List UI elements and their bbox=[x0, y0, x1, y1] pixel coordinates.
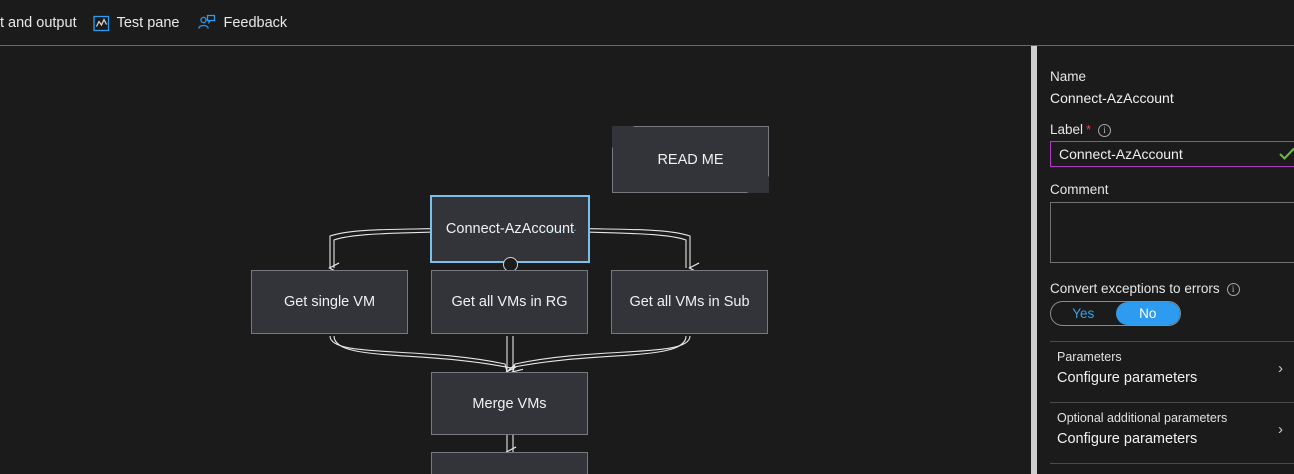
chevron-right-icon-parameters[interactable]: › bbox=[1278, 360, 1283, 377]
toolbar-item-feedback[interactable]: Feedback bbox=[197, 0, 287, 46]
node-overflow-menu-icon[interactable]: · · · bbox=[548, 222, 579, 237]
comment-field-label: Comment bbox=[1050, 182, 1109, 197]
node-label: Get single VM bbox=[283, 294, 376, 310]
section-divider-top bbox=[1050, 341, 1294, 342]
top-toolbar: t and output Test pane Feedback bbox=[0, 0, 1294, 46]
name-field-label: Name bbox=[1050, 69, 1087, 84]
toolbar-divider bbox=[0, 45, 1294, 46]
toolbar-item-label: Test pane bbox=[116, 15, 180, 31]
toggle-option-yes[interactable]: Yes bbox=[1072, 306, 1095, 321]
info-icon-convert[interactable]: i bbox=[1226, 283, 1240, 296]
node-get-single-vm[interactable]: Get single VM bbox=[251, 270, 408, 334]
node-merge-vms[interactable]: Merge VMs bbox=[431, 372, 588, 435]
required-asterisk: * bbox=[1086, 122, 1092, 137]
node-clipped-bottom[interactable] bbox=[431, 452, 588, 474]
section-divider-middle bbox=[1050, 402, 1294, 403]
node-label: READ ME bbox=[657, 151, 724, 168]
configure-parameters-link[interactable]: Configure parameters bbox=[1057, 370, 1198, 386]
comment-textarea[interactable] bbox=[1050, 202, 1294, 263]
toolbar-item-input-and-output[interactable]: t and output bbox=[0, 0, 77, 46]
convert-exceptions-toggle[interactable]: Yes No bbox=[1050, 301, 1181, 326]
configure-optional-parameters-link[interactable]: Configure parameters bbox=[1057, 431, 1198, 447]
node-label: Merge VMs bbox=[472, 395, 547, 412]
info-icon[interactable]: i bbox=[1098, 124, 1112, 137]
optional-parameters-section-title: Optional additional parameters bbox=[1057, 411, 1228, 425]
convert-exceptions-label-text: Convert exceptions to errors bbox=[1050, 281, 1220, 296]
toolbar-item-label: t and output bbox=[0, 15, 77, 31]
node-get-all-vms-in-sub[interactable]: Get all VMs in Sub bbox=[611, 270, 768, 334]
convert-exceptions-label: Convert exceptions to errors i bbox=[1050, 281, 1240, 296]
node-connect-azaccount[interactable]: Connect-AzAccount · · · bbox=[430, 195, 590, 263]
node-get-all-vms-in-rg[interactable]: Get all VMs in RG bbox=[431, 270, 588, 334]
label-field-label: Label* i bbox=[1050, 122, 1112, 137]
parameters-section[interactable]: Parameters Configure parameters bbox=[1057, 350, 1197, 386]
workflow-canvas[interactable]: READ ME Connect-AzAccount · · · Get sing… bbox=[0, 46, 1030, 474]
panel-resize-handle[interactable] bbox=[1031, 46, 1037, 474]
test-pane-icon bbox=[92, 15, 110, 32]
feedback-icon bbox=[197, 14, 216, 32]
note-shape bbox=[612, 126, 769, 193]
name-field-value: Connect-AzAccount bbox=[1050, 90, 1174, 106]
node-label: Get all VMs in Sub bbox=[629, 294, 750, 310]
parameters-section-title: Parameters bbox=[1057, 350, 1122, 364]
toolbar-item-test-pane[interactable]: Test pane bbox=[92, 0, 180, 46]
section-divider-bottom bbox=[1050, 463, 1294, 464]
toggle-option-no[interactable]: No bbox=[1115, 302, 1180, 325]
node-readme[interactable]: READ ME bbox=[612, 126, 769, 193]
green-check-icon bbox=[1279, 146, 1294, 162]
optional-parameters-section[interactable]: Optional additional parameters Configure… bbox=[1057, 411, 1227, 447]
chevron-right-icon-optional[interactable]: › bbox=[1278, 421, 1283, 438]
node-label: Get all VMs in RG bbox=[451, 294, 568, 310]
label-input[interactable] bbox=[1050, 141, 1294, 167]
toolbar-item-label: Feedback bbox=[223, 15, 288, 31]
label-field-label-text: Label bbox=[1050, 122, 1084, 137]
